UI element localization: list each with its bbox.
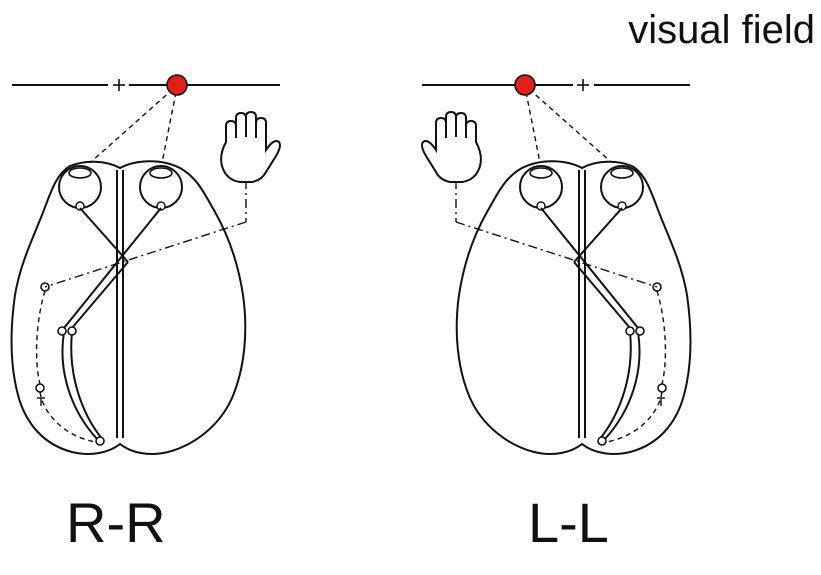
visual-field-label: visual field [628, 8, 815, 53]
panel-rr [12, 75, 280, 454]
panel-label-rr: R-R [66, 490, 166, 555]
panel-ll [422, 75, 690, 454]
panel-label-ll: L-L [528, 490, 609, 555]
